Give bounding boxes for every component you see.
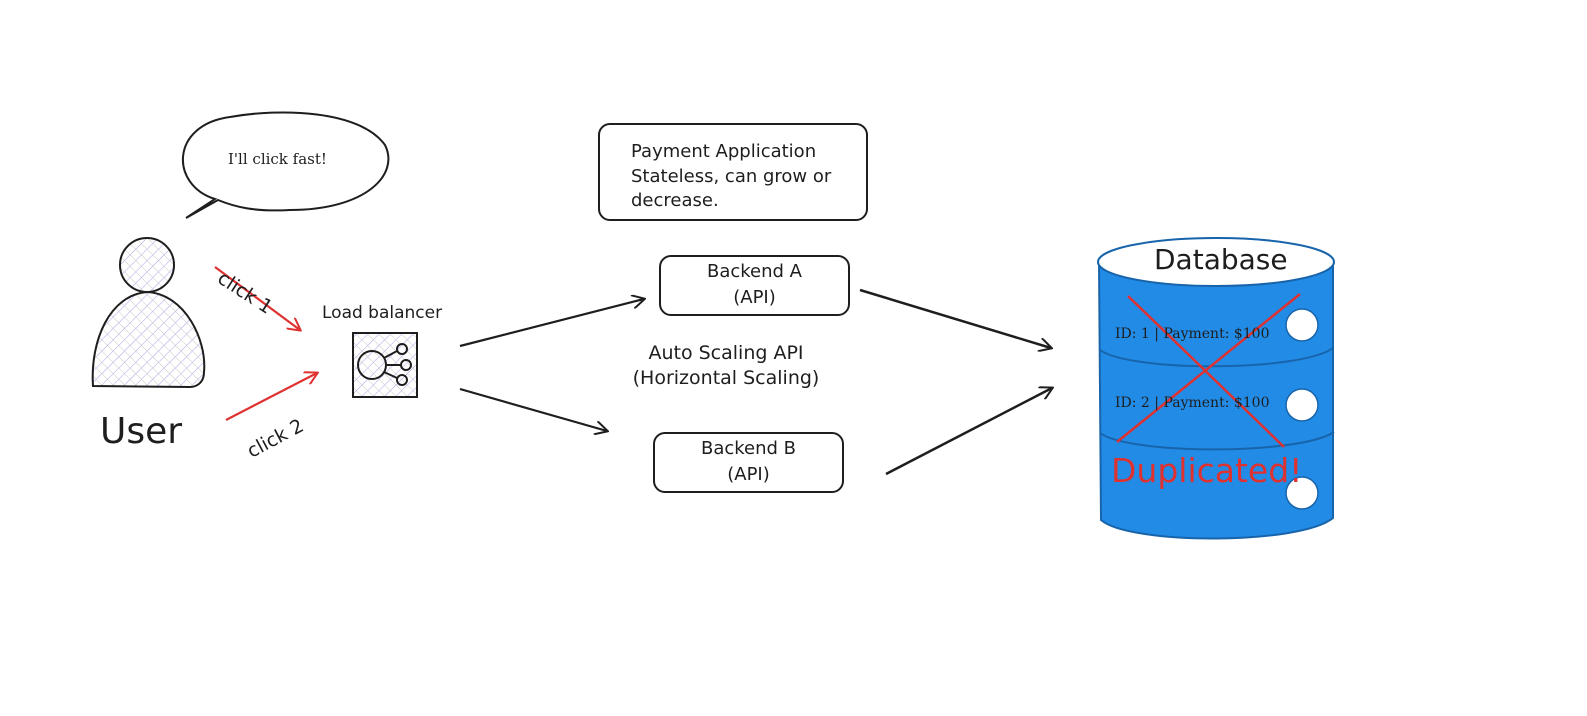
lb-to-backend-a-arrow <box>459 299 644 348</box>
backend-a-box: Backend A (API) <box>659 255 850 316</box>
user-label: User <box>100 411 183 452</box>
database-row-1: ID: 1 | Payment: $100 <box>1115 326 1270 342</box>
backend-b-to-db-arrow <box>885 388 1052 476</box>
speech-text: I'll click fast! <box>228 150 327 168</box>
database-row-2: ID: 2 | Payment: $100 <box>1115 395 1270 411</box>
lb-to-backend-b-arrow <box>459 387 607 431</box>
load-balancer-icon <box>352 332 418 398</box>
click-2-arrow <box>225 373 317 421</box>
load-balancer-label: Load balancer <box>322 303 443 323</box>
backend-a-sub: (API) <box>733 287 776 308</box>
cross-out-mark <box>1116 293 1301 448</box>
duplicated-warning: Duplicated! <box>1111 451 1303 490</box>
backend-b-name: Backend B <box>700 438 797 459</box>
backend-b-box: Backend B (API) <box>653 432 844 493</box>
backend-a-to-db-arrow <box>859 288 1051 348</box>
note-line-1: Payment Application <box>631 141 817 162</box>
note-line-3: decrease. <box>631 190 719 211</box>
scaling-line-2: (Horizontal Scaling) <box>632 367 820 389</box>
note-line-2: Stateless, can grow or <box>631 166 832 187</box>
database-icon <box>1097 237 1335 540</box>
backend-b-sub: (API) <box>727 464 770 485</box>
backend-a-name: Backend A <box>706 261 802 282</box>
scaling-line-1: Auto Scaling API <box>648 342 804 364</box>
speech-bubble <box>181 111 390 219</box>
payment-app-note: Payment Application Stateless, can grow … <box>598 123 868 221</box>
click-1-arrow <box>214 266 300 330</box>
user-icon <box>91 237 206 389</box>
database-label: Database <box>1154 243 1288 276</box>
